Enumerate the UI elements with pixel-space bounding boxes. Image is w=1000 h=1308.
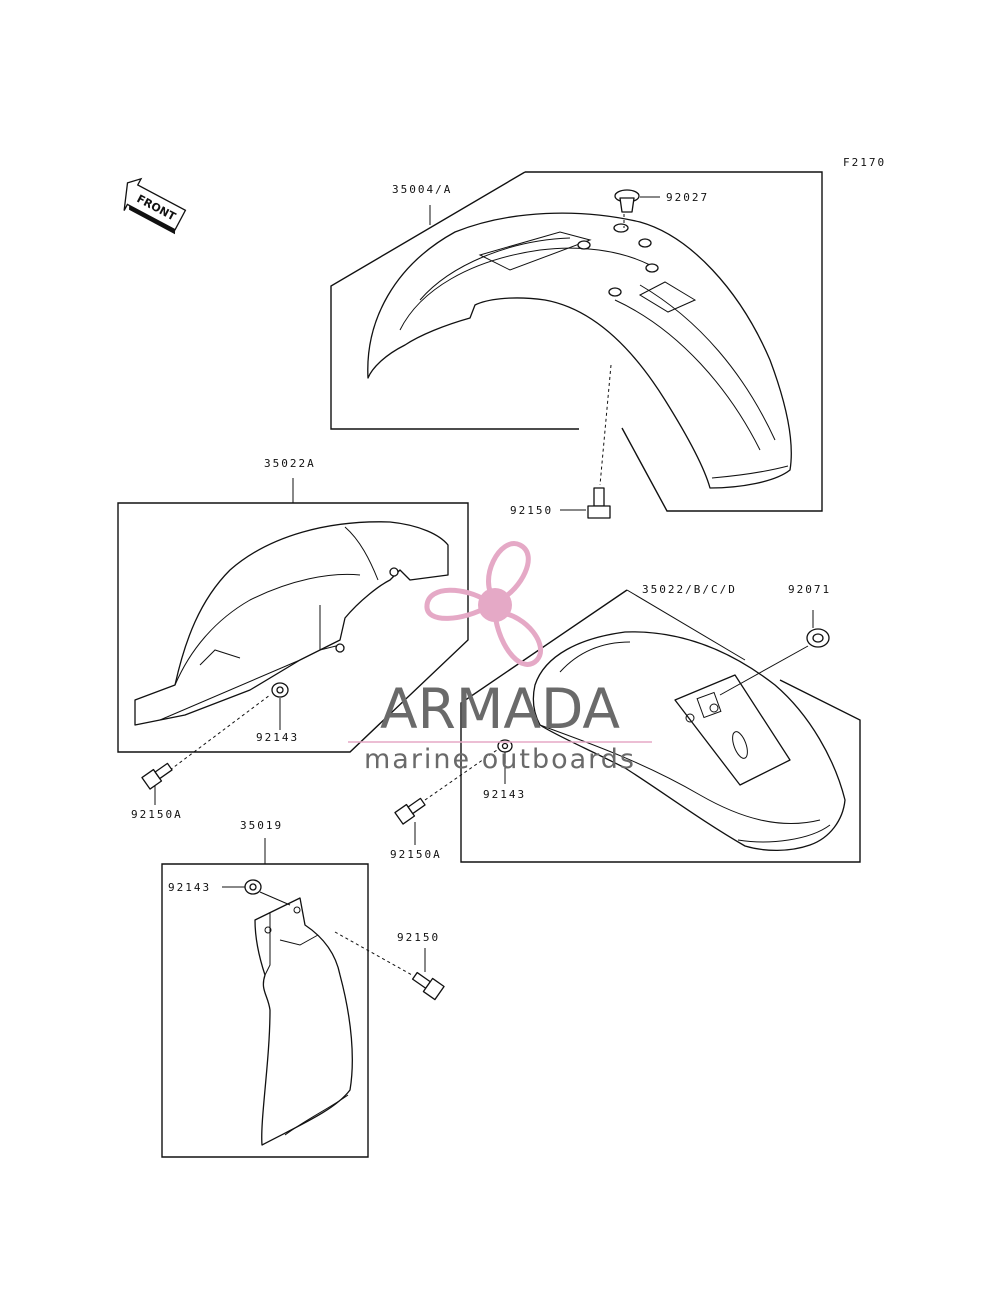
rear-fender-a-box [117,502,469,753]
watermark-tagline: marine outboards [364,744,636,775]
front-fender [367,212,792,489]
front-fender-box [525,171,823,512]
watermark-brand: ARMADA [380,677,620,741]
flap-group: 35019 92143 92150 [161,819,445,1158]
bolt-92150-top-icon [587,487,611,519]
flap-box [161,863,369,1158]
part-label-flap: 35019 [240,819,283,832]
watermark: ARMADA marine outboards [348,541,652,775]
propeller-logo-icon [424,541,544,667]
part-label-washer-a: 92143 [256,731,299,744]
washer-bcd-icon [497,739,513,753]
rear-fender-a-group: 35022A 92143 92150A [117,457,469,821]
bolt-a-icon [141,762,173,790]
flap [254,897,353,1146]
part-label-fender-bolt-top: 92027 [666,191,709,204]
bolt-92027-icon [614,189,640,213]
part-label-bolt-a: 92150A [131,808,183,821]
rear-fender-bcd-box [460,589,861,863]
front-fender-group: 35004/A 92027 92150 [330,171,823,519]
washer-flap-icon [244,879,262,895]
part-label-fender-bolt-bottom: 92150 [510,504,553,517]
part-label-bolt-bcd: 92150A [390,848,442,861]
rear-fender-bcd [532,631,846,852]
bolt-flap-icon [411,971,445,1001]
part-label-front-fender: 35004/A [392,183,452,196]
washer-a-icon [271,682,289,698]
bolt-bcd-icon [394,797,426,825]
figure-code: F2170 [843,156,886,169]
rear-fender-bcd-group: 35022/B/C/D 92071 92143 921 [390,583,861,863]
part-label-washer-bcd: 92143 [483,788,526,801]
part-label-rear-fender-a: 35022A [264,457,316,470]
rear-fender-a [134,521,449,726]
part-label-rear-fender-bcd: 35022/B/C/D [642,583,737,596]
front-arrow-icon: FRONT [123,177,187,235]
part-label-bolt-flap: 92150 [397,931,440,944]
part-label-washer-flap: 92143 [168,881,211,894]
part-label-grommet: 92071 [788,583,831,596]
grommet-icon [806,628,830,648]
